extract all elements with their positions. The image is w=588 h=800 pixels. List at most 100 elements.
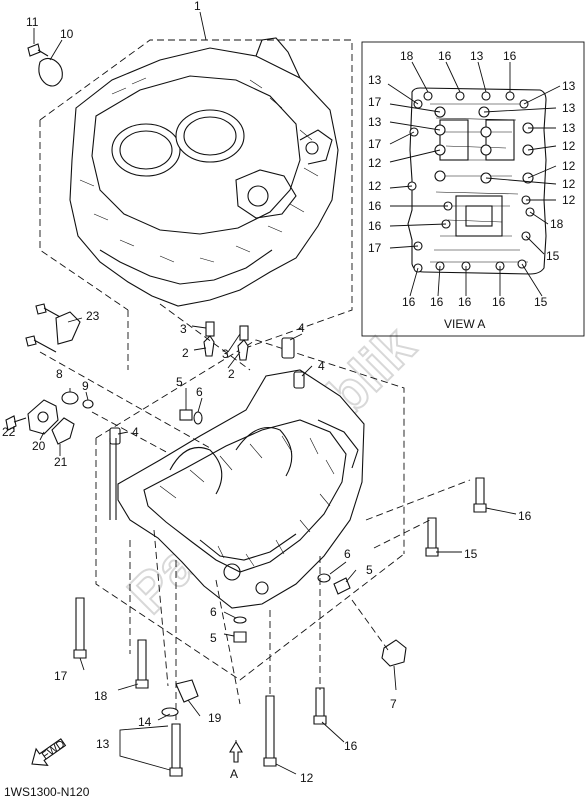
callout-8: 8	[56, 367, 63, 381]
view-arrow-a: A	[229, 740, 243, 781]
bolt-12	[265, 695, 275, 759]
view-callout-13: 13	[368, 73, 382, 87]
callout-21: 21	[54, 455, 68, 469]
view-callout-18: 18	[550, 217, 564, 231]
bolt-15	[427, 517, 437, 549]
callout-23: 23	[86, 309, 100, 323]
lower-crankcase	[95, 339, 405, 681]
callout-17: 17	[54, 669, 68, 683]
cover-20	[27, 399, 59, 435]
view-callout-12: 12	[368, 156, 382, 170]
dowel-3b	[239, 325, 249, 341]
bolt-17	[75, 597, 85, 651]
dowel-4b	[293, 371, 305, 389]
view-callout-13: 13	[562, 79, 576, 93]
callout-4: 4	[318, 359, 325, 373]
view-callout-15: 15	[546, 249, 560, 263]
gasket-21	[51, 417, 75, 445]
callout-2: 2	[228, 367, 235, 381]
view-callout-16: 16	[492, 295, 506, 309]
view-callout-15: 15	[534, 295, 548, 309]
callout-6: 6	[210, 605, 217, 619]
callout-1: 1	[194, 0, 201, 13]
view-callout-16: 16	[402, 295, 416, 309]
view-a-inset: 18 16 13 16 13 13 17 13 13 13 17 12 12 1…	[361, 41, 585, 337]
view-callout-13: 13	[562, 101, 576, 115]
oring-9	[82, 399, 94, 409]
callout-19: 19	[208, 711, 222, 725]
view-callout-13: 13	[562, 121, 576, 135]
view-callout-13: 13	[368, 115, 382, 129]
leader-lines	[13, 11, 517, 775]
view-callout-16: 16	[503, 49, 517, 63]
callout-4: 4	[132, 425, 139, 439]
callout-11: 11	[26, 15, 39, 29]
callout-6: 6	[196, 385, 203, 399]
callout-13: 13	[96, 737, 110, 751]
view-callout-12: 12	[562, 193, 576, 207]
view-callout-16: 16	[438, 49, 452, 63]
view-callout-18: 18	[400, 49, 414, 63]
gasket-10	[38, 57, 63, 87]
callout-4: 4	[298, 321, 305, 335]
dowel-3a	[205, 321, 215, 337]
oring-6c	[233, 616, 247, 624]
callout-3: 3	[180, 322, 187, 336]
view-callout-16: 16	[368, 199, 382, 213]
bolt-11	[27, 43, 41, 57]
callout-5: 5	[176, 375, 183, 389]
callout-7: 7	[390, 697, 397, 711]
bolt-13	[171, 723, 181, 769]
callout-22: 22	[2, 425, 16, 439]
pin-2a	[203, 335, 215, 357]
plug-5c	[233, 631, 247, 643]
callout-14: 14	[138, 715, 152, 729]
view-callout-16: 16	[368, 219, 382, 233]
oring-14	[161, 707, 179, 717]
view-a-frame	[361, 41, 585, 337]
dowel-4a	[281, 337, 295, 359]
oring-6b	[317, 573, 331, 583]
view-callout-12: 12	[562, 139, 576, 153]
view-a-leaders	[387, 61, 561, 297]
callout-5: 5	[366, 563, 373, 577]
arrow-a-label: A	[230, 767, 238, 781]
bolt-16a	[315, 687, 325, 717]
view-a-title: VIEW A	[444, 317, 485, 331]
callout-16: 16	[518, 509, 532, 523]
callout-18: 18	[94, 689, 108, 703]
small-parts	[5, 43, 487, 777]
view-callout-17: 17	[368, 137, 382, 151]
callout-2: 2	[182, 346, 189, 360]
oring-6a	[193, 411, 203, 425]
pin-2b	[237, 339, 249, 361]
view-callout-13: 13	[470, 49, 484, 63]
callout-15: 15	[464, 547, 478, 561]
bolt-16b	[475, 477, 485, 505]
view-callout-12: 12	[368, 179, 382, 193]
view-callout-16: 16	[458, 295, 472, 309]
view-callout-12: 12	[562, 159, 576, 173]
upper-crankcase	[39, 37, 353, 351]
view-callout-17: 17	[368, 95, 382, 109]
view-callout-17: 17	[368, 241, 382, 255]
view-callout-12: 12	[562, 177, 576, 191]
callout-9: 9	[82, 379, 89, 393]
fwd-arrow-icon: FWD	[31, 738, 67, 766]
cap-8	[61, 391, 79, 405]
plug-5a	[179, 409, 193, 421]
bolt-18	[137, 639, 147, 681]
callout-5: 5	[210, 631, 217, 645]
callout-3: 3	[222, 347, 229, 361]
bolt-22	[5, 415, 17, 431]
callout-20: 20	[32, 439, 46, 453]
bracket-19	[175, 679, 199, 703]
dowel-4c	[109, 427, 121, 445]
bolt-shaft-4	[109, 438, 117, 520]
drain-bolt-7	[381, 639, 407, 667]
callout-labels: 1 11 10 3 2 3 2 23 4 4 8 9 5 6 4 22 20 2…	[2, 0, 532, 785]
diagram-code: 1WS1300-N120	[4, 785, 90, 799]
bracket-23	[55, 311, 81, 345]
callout-6: 6	[344, 547, 351, 561]
